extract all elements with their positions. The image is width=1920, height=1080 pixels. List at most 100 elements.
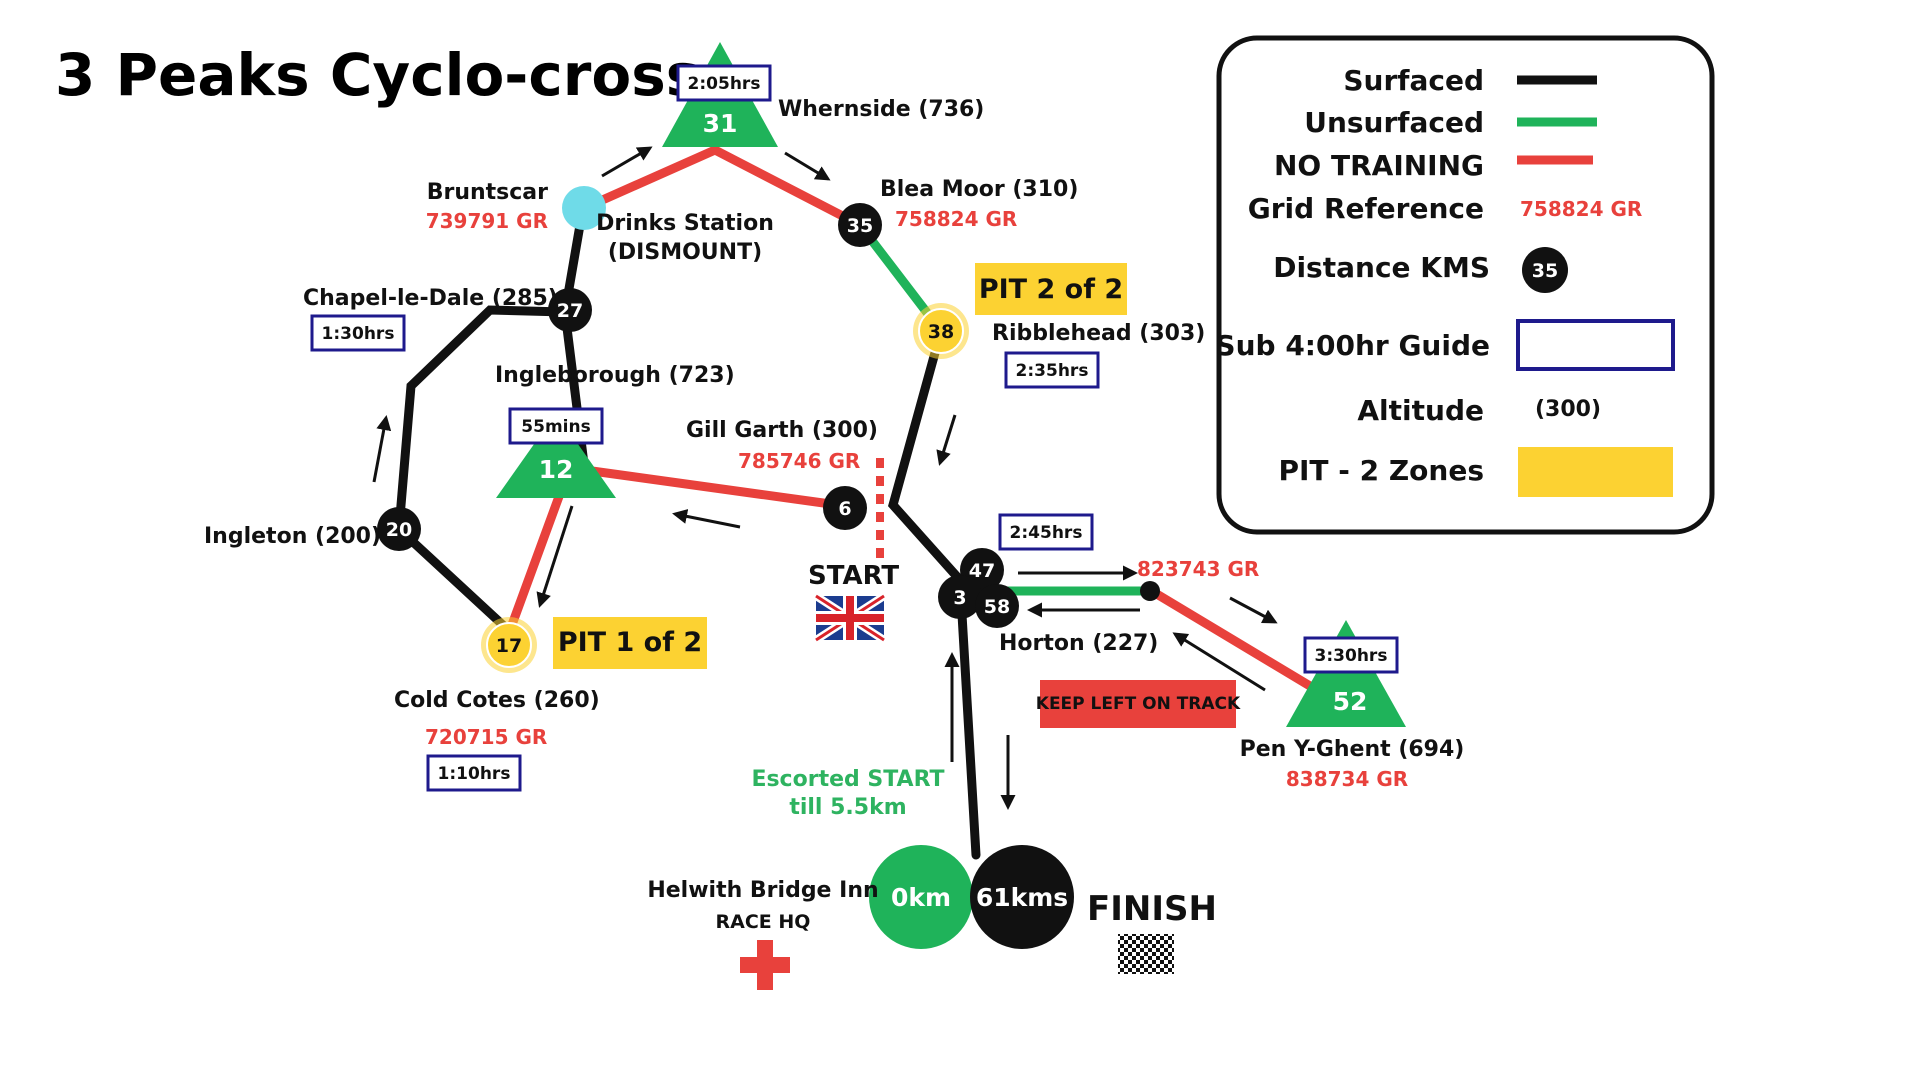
route-segment-surfaced (394, 305, 590, 632)
start-marker: 0km (869, 845, 973, 949)
checkpoint-chapel-le-dale: 27 (548, 288, 592, 332)
gr-horton: 823743 GR (1137, 557, 1259, 581)
legend-altitude-sample: (300) (1535, 397, 1601, 422)
route-lines (394, 145, 1315, 860)
peak-triangle (496, 413, 616, 498)
route-segment-no-training (551, 461, 850, 511)
distance-label: 31 (703, 109, 738, 138)
distance-label: 20 (386, 519, 412, 541)
time-label: 1:30hrs (322, 324, 395, 344)
time-label: 2:35hrs (1016, 361, 1089, 381)
label-drinks-station: Drinks Station (596, 211, 774, 236)
time-label: 2:05hrs (688, 74, 761, 94)
arrow-icon (601, 146, 653, 178)
distance-label: 58 (984, 596, 1010, 618)
label-finish: FINISH (1087, 889, 1217, 929)
distance-label: 47 (969, 560, 995, 582)
time-box-chapel: 1:30hrs (310, 314, 406, 352)
label-ingleborough: Ingleborough (723) (495, 363, 735, 388)
checkpoint-ribblehead: 38 (913, 303, 969, 359)
checkpoint-cold-cotes: 17 (481, 617, 537, 673)
time-label: 3:30hrs (1315, 646, 1388, 666)
peak-whernside: 2:05hrs 31 (662, 42, 778, 147)
legend-guide-label: Sub 4:00hr Guide (1215, 329, 1490, 362)
union-flag-icon (813, 592, 887, 644)
distance-label: 3 (953, 587, 966, 609)
label-start: START (808, 561, 899, 591)
distance-label: 17 (496, 635, 522, 657)
legend-distance-label: Distance KMS (1273, 251, 1490, 284)
gr-cold-cotes: 720715 GR (425, 725, 547, 749)
time-box (1303, 636, 1399, 674)
route-segment-surfaced (888, 326, 981, 860)
finish-marker: 61kms (970, 845, 1074, 949)
label-bruntscar: Bruntscar (427, 180, 548, 205)
keep-left-text: KEEP LEFT ON TRACK (1036, 694, 1241, 714)
gr-blea-moor: 758824 GR (895, 207, 1017, 231)
first-aid-cross-icon (740, 940, 790, 990)
time-label: 1:10hrs (438, 764, 511, 784)
gr-gill-garth: 785746 GR (738, 449, 860, 473)
legend-grid-ref-sample: 758824 GR (1520, 197, 1642, 221)
legend-surfaced-label: Surfaced (1343, 64, 1484, 97)
checkpoint-gill-garth: 6 (823, 486, 867, 530)
drinks-station-marker (562, 186, 606, 230)
pit-text: PIT 1 of 2 (558, 627, 702, 658)
map-title: 3 Peaks Cyclo-cross (55, 41, 700, 109)
label-escorted-distance: till 5.5km (789, 795, 906, 820)
label-ingleton: Ingleton (200) (204, 524, 381, 549)
distance-label: 35 (847, 215, 873, 237)
label-gill-garth: Gill Garth (300) (686, 418, 878, 443)
route-segment-no-training (504, 486, 566, 638)
legend-distance-sample: 35 (1532, 260, 1558, 282)
time-box-cold-cotes: 1:10hrs (426, 754, 522, 792)
legend-pit-label: PIT - 2 Zones (1278, 454, 1484, 487)
checkpoint-blea-moor: 35 (838, 203, 882, 247)
arrow-icon (784, 151, 831, 181)
label-blea-moor: Blea Moor (310) (880, 177, 1078, 202)
gr-bruntscar: 739791 GR (426, 209, 548, 233)
legend-altitude-label: Altitude (1357, 394, 1484, 427)
label-cold-cotes: Cold Cotes (260) (394, 688, 600, 713)
time-label: 55mins (521, 417, 590, 437)
direction-arrows (372, 146, 1278, 810)
keep-left-sign: KEEP LEFT ON TRACK (1036, 680, 1241, 728)
checkered-flag-icon (1118, 934, 1174, 974)
label-pen-y-ghent: Pen Y-Ghent (694) (1240, 737, 1465, 762)
legend-no-training-label: NO TRAINING (1274, 149, 1484, 182)
checkpoint-horton: 47 3 58 (938, 548, 1019, 628)
label-race-hq: RACE HQ (716, 911, 811, 933)
gr-pen-y-ghent: 838734 GR (1286, 767, 1408, 791)
label-escorted-start: Escorted START (751, 767, 944, 792)
arrow-icon (536, 505, 574, 608)
distance-label: 52 (1333, 687, 1368, 716)
arrow-icon (1172, 632, 1266, 692)
arrow-icon (936, 414, 957, 466)
label-helwith-bridge: Helwith Bridge Inn (647, 878, 878, 903)
distance-label: 27 (557, 300, 583, 322)
time-label: 2:45hrs (1010, 523, 1083, 543)
time-box (508, 407, 604, 445)
legend-guide-swatch (1516, 319, 1675, 371)
checkpoint-ingleton: 20 (377, 507, 421, 551)
distance-label: 6 (838, 498, 851, 520)
time-box (676, 64, 772, 102)
label-dismount: (DISMOUNT) (608, 240, 762, 265)
route-segment-no-training (575, 145, 865, 230)
distance-label: 61kms (976, 883, 1068, 912)
distance-label: 38 (928, 321, 954, 343)
legend-unsurfaced-label: Unsurfaced (1304, 106, 1484, 139)
arrow-icon (1229, 596, 1278, 624)
legend: Surfaced Unsurfaced NO TRAINING Grid Ref… (1215, 35, 1715, 535)
label-whernside: Whernside (736) (778, 97, 984, 122)
legend-distance-swatch (1522, 247, 1568, 293)
peak-ingleborough: 55mins 12 (496, 407, 616, 498)
label-ribblehead: Ribblehead (303) (992, 321, 1205, 346)
distance-label: 0km (891, 883, 951, 912)
pit-label-2: PIT 2 of 2 (975, 263, 1127, 315)
distance-label: 12 (539, 455, 574, 484)
pit-text: PIT 2 of 2 (979, 274, 1123, 305)
legend-pit-swatch (1518, 447, 1673, 497)
time-box-horton: 2:45hrs (998, 513, 1094, 551)
